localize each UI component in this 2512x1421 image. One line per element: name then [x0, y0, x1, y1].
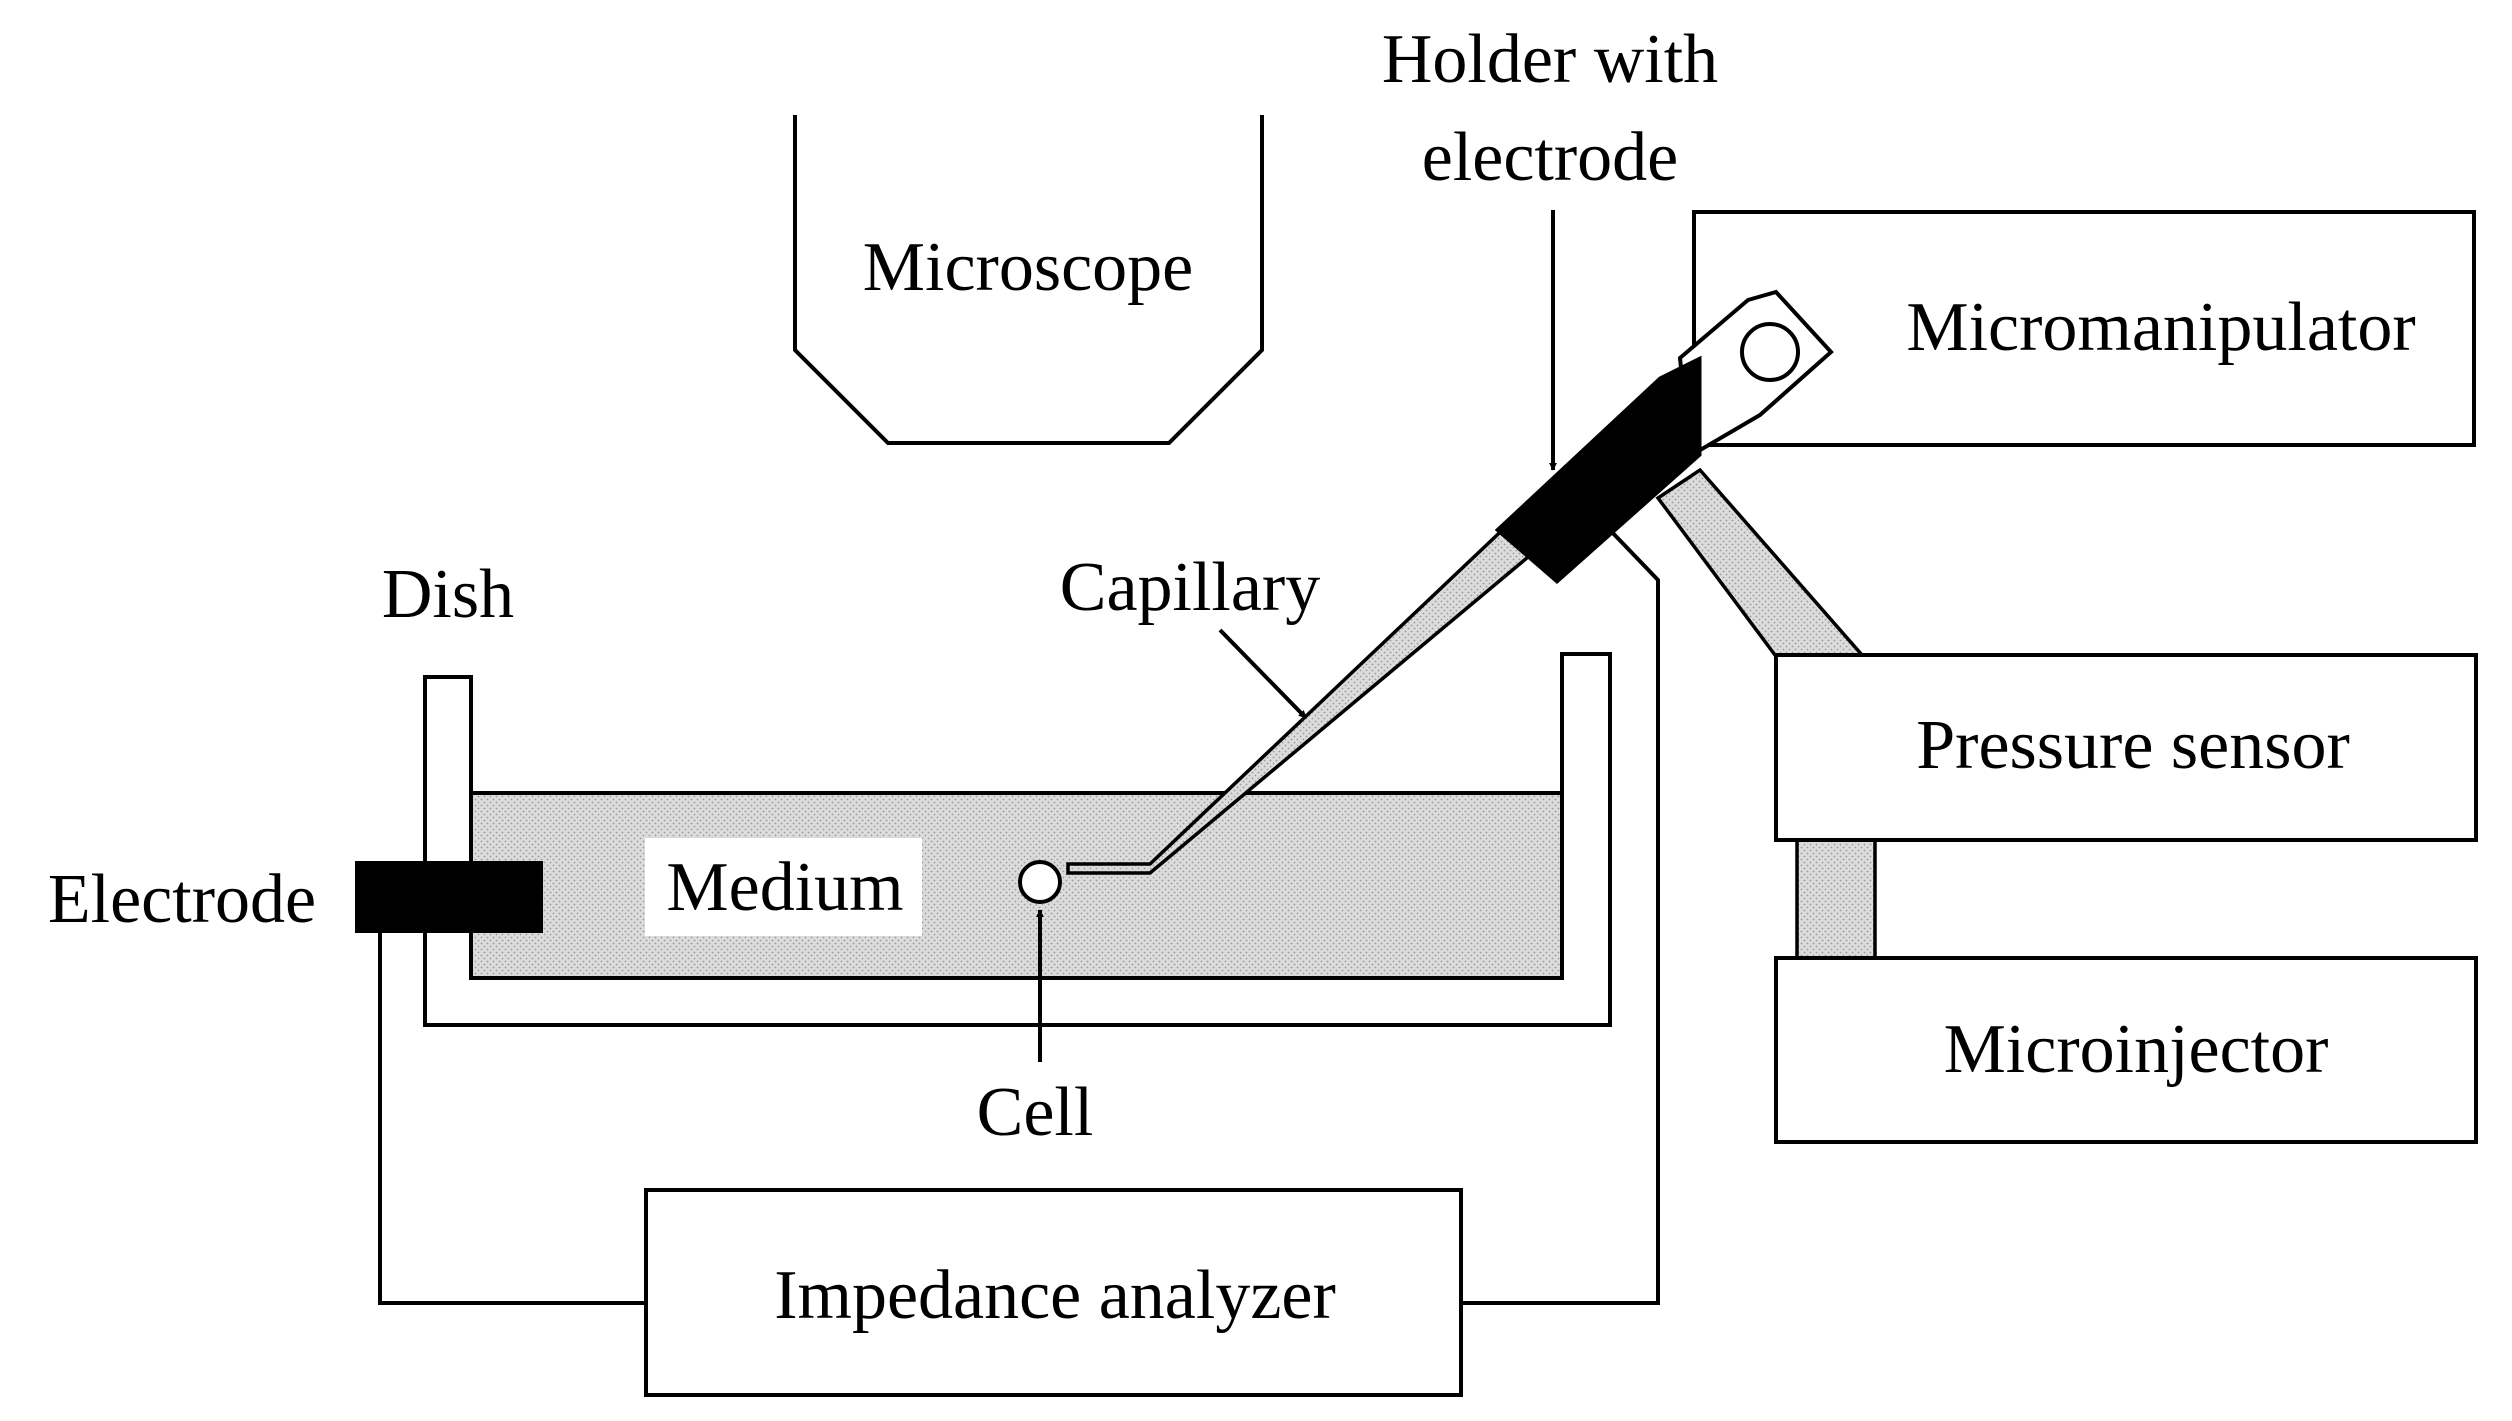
holder-label-line2: electrode: [1422, 119, 1678, 196]
impedance-analyzer-box: [644, 1188, 1463, 1397]
micromanipulator-box: [1692, 210, 2476, 447]
medium-region: [469, 791, 1564, 980]
holder-label-line1: Holder with: [1382, 21, 1718, 98]
holder-knob-icon: [1740, 322, 1800, 382]
capillary-label: Capillary: [1060, 549, 1320, 626]
dish-outline: [423, 652, 1612, 1027]
impedance-analyzer-label: Impedance analyzer: [774, 1257, 1336, 1334]
medium-label: Medium: [666, 849, 903, 926]
holder-with-electrode: [1494, 355, 1702, 584]
microscope-label: Microscope: [863, 229, 1193, 306]
cell-label: Cell: [977, 1074, 1094, 1151]
medium-label-background: [645, 838, 922, 936]
capillary-pointer-arrow: [1218, 628, 1308, 720]
pressure-sensor-box: [1774, 653, 2478, 842]
microinjector-box: [1774, 956, 2478, 1144]
bath-electrode: [355, 861, 543, 933]
microscope-outline: [793, 115, 1264, 445]
cell: [1018, 860, 1062, 904]
tubing-lower: [1795, 838, 1877, 960]
wire-holder-to-analyzer: [1461, 526, 1660, 1305]
dish-label: Dish: [382, 556, 514, 633]
micromanipulator-label: Micromanipulator: [1906, 289, 2415, 366]
electrode-label: Electrode: [48, 861, 316, 938]
pressure-sensor-label: Pressure sensor: [1916, 707, 2350, 784]
tubing-upper: [1655, 467, 1866, 657]
microinjector-label: Microinjector: [1944, 1011, 2329, 1088]
wire-electrode-to-analyzer: [378, 933, 646, 1305]
